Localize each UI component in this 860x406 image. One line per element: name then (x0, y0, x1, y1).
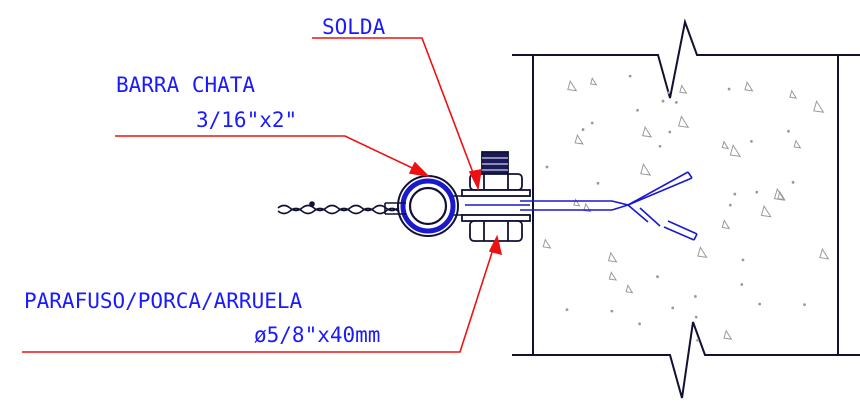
hatch-triangle (777, 190, 786, 201)
hatch-triangle (721, 140, 730, 150)
hatch-dot (658, 144, 662, 148)
flat-bar (450, 195, 530, 216)
leader-lines (22, 37, 503, 353)
hatch-triangle (813, 99, 825, 113)
hatch-triangle (729, 144, 742, 158)
label-barra-dimensions: 3/16"x2" (196, 108, 297, 132)
label-parafuso-dimensions: ø5/8"x40mm (254, 323, 380, 347)
hatch-dot (727, 87, 731, 91)
arrow-parafuso (488, 234, 503, 256)
hatch-dot (750, 139, 753, 143)
hatch-dot (693, 295, 697, 298)
hatch-triangle (589, 77, 598, 86)
label-parafuso: PARAFUSO/PORCA/ARRUELA (24, 289, 303, 313)
hatch-dot (661, 99, 665, 103)
label-barra-chata: BARRA CHATA (116, 73, 255, 97)
leader-parafuso (22, 239, 497, 353)
leader-solda (312, 37, 479, 187)
hatch-dot (741, 258, 745, 262)
cable-clamp (384, 175, 459, 237)
hatch-dot (674, 101, 678, 104)
hatch-dot (728, 203, 732, 207)
hatch-dot (565, 308, 569, 312)
hatch-triangle (760, 204, 772, 218)
guy-wire (277, 201, 399, 215)
concrete-hatch (542, 74, 830, 342)
hatch-dot (628, 74, 632, 78)
anchor-rod (520, 171, 698, 241)
hatch-triangle (642, 125, 653, 138)
hatch-dot (596, 181, 600, 185)
label-solda: SOLDA (322, 15, 386, 39)
hatch-dot (787, 129, 790, 133)
arrow-solda (468, 169, 482, 191)
break-line-top (512, 18, 860, 99)
hatch-triangle (573, 198, 581, 207)
hatch-triangle (679, 84, 688, 94)
hatch-triangle (574, 133, 584, 145)
hatch-triangle (542, 238, 552, 249)
hatch-triangle (678, 115, 690, 129)
hatch-dot (668, 130, 672, 134)
hatch-dot (667, 91, 670, 94)
hatch-dot (733, 192, 737, 196)
hatch-triangle (744, 81, 754, 92)
hatch-dot (610, 309, 614, 313)
hatch-triangle (793, 139, 802, 149)
hatch-dot (694, 315, 698, 319)
hatch-dot (758, 302, 762, 306)
arrow-barra-chata (408, 161, 431, 178)
hatch-triangle (773, 187, 786, 201)
hatch-dot (696, 338, 700, 342)
cable-section (408, 186, 448, 226)
hatch-dot (636, 108, 639, 112)
break-line-bottom (512, 321, 860, 399)
hatch-triangle (608, 271, 618, 281)
hatch-dot (545, 165, 549, 169)
hatch-dot (791, 180, 795, 184)
hatch-triangle (819, 247, 830, 260)
hatch-dot (656, 275, 659, 279)
hatch-dot (755, 190, 759, 194)
hatch-dot (740, 283, 744, 286)
bolt-thread-end (481, 151, 509, 175)
hatch-triangle (721, 219, 731, 230)
hatch-dot (590, 121, 594, 125)
hatch-triangle (723, 329, 733, 340)
hatch-dot (671, 306, 675, 310)
hatch-dot (803, 303, 806, 307)
bolt-assembly (461, 151, 531, 242)
hatch-dot (638, 322, 641, 326)
hatch-triangle (607, 251, 618, 263)
hatch-triangle (567, 79, 578, 92)
top-washer (461, 189, 531, 197)
leader-barra-chata (115, 135, 426, 175)
hatch-triangle (697, 246, 708, 259)
hatch-triangle (625, 284, 634, 294)
concrete-block (512, 18, 860, 399)
hatch-triangle (640, 163, 652, 176)
hatch-triangle (789, 89, 798, 99)
hatch-dot (581, 128, 585, 131)
hatch-triangle (583, 202, 592, 213)
